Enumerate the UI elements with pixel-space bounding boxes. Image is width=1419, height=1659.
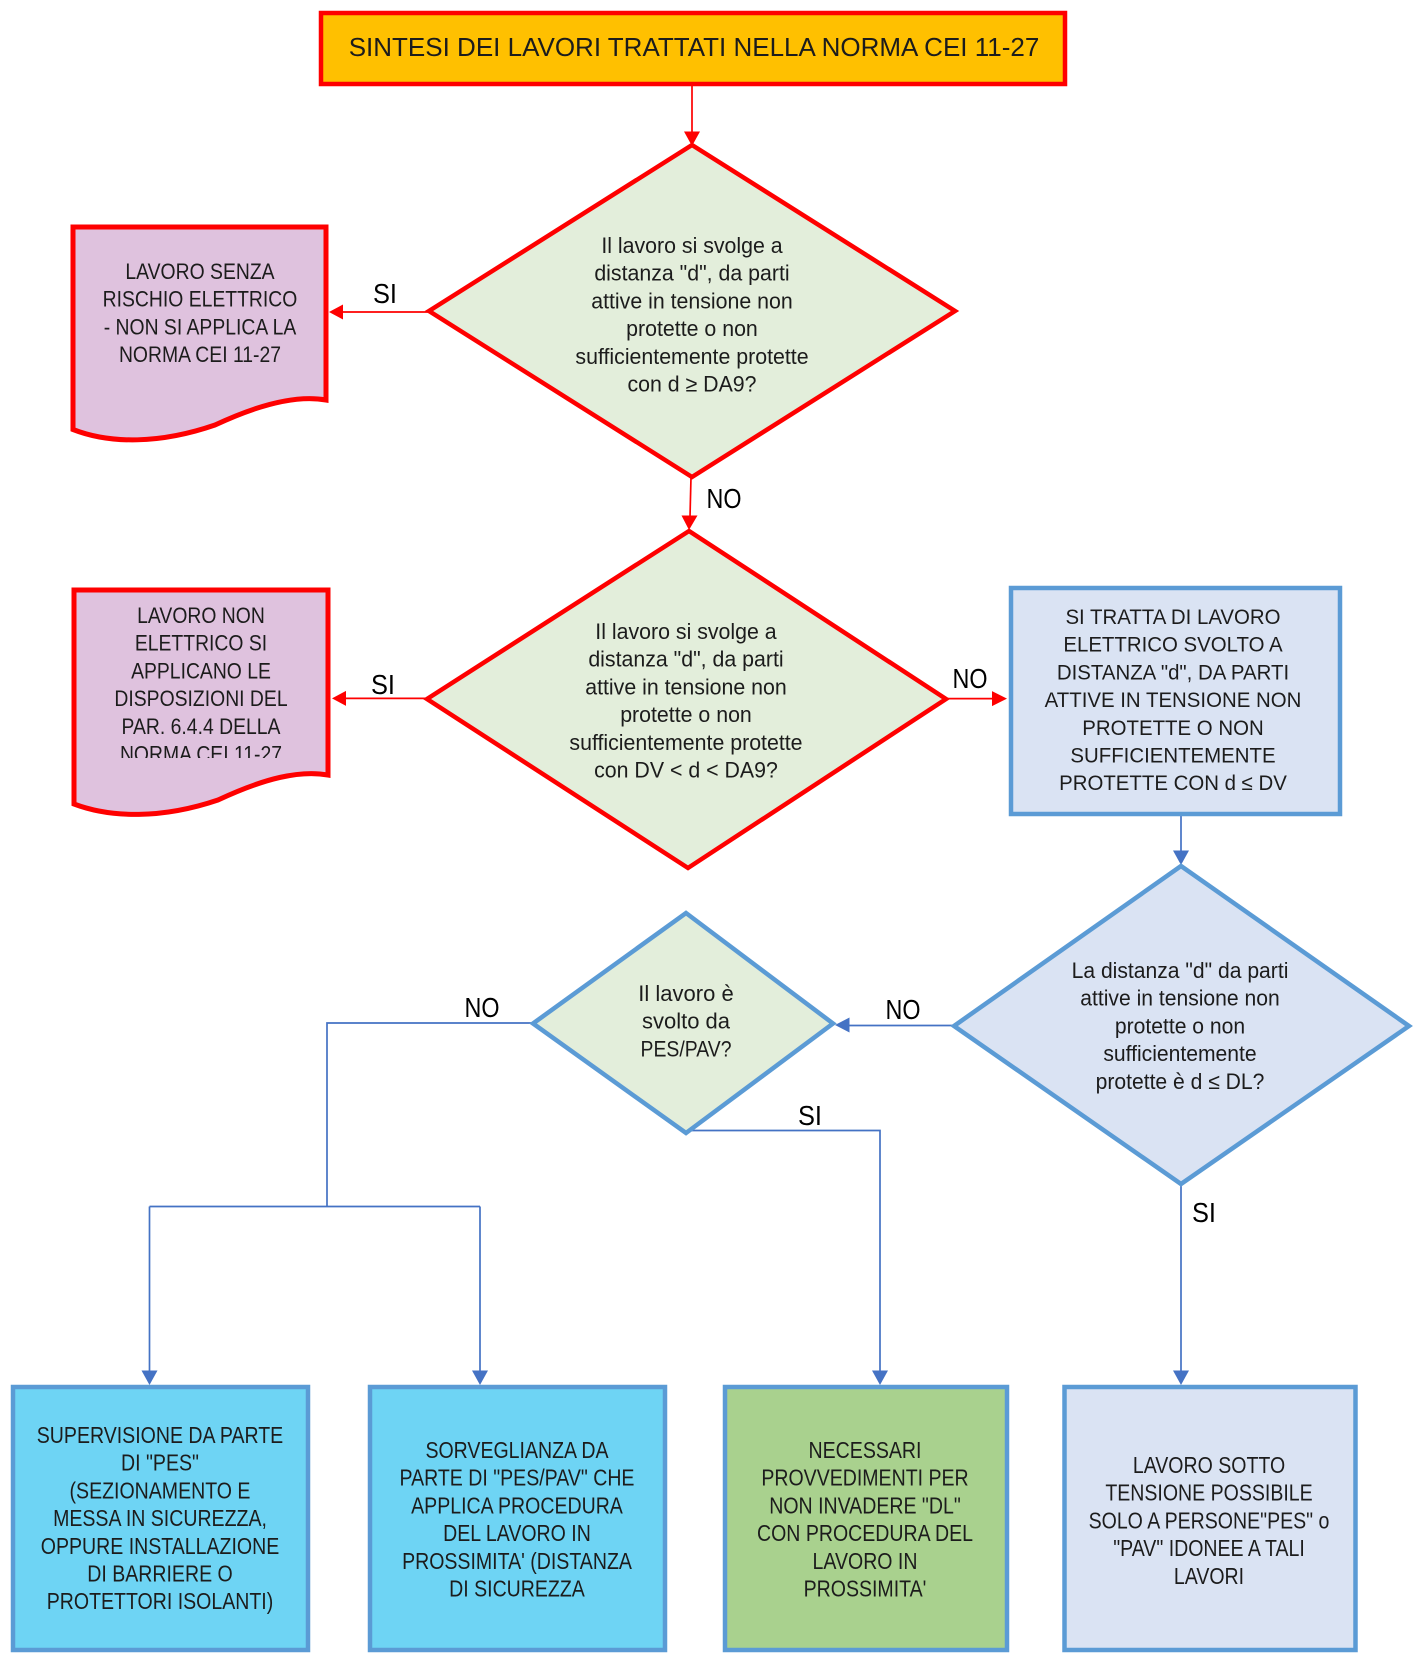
svg-text:SI: SI <box>371 669 395 700</box>
svg-text:NO: NO <box>886 994 921 1025</box>
svg-text:SINTESI DEI LAVORI TRATTATI NE: SINTESI DEI LAVORI TRATTATI NELLA NORMA … <box>349 32 1040 62</box>
svg-text:NO: NO <box>953 663 988 694</box>
svg-text:SI: SI <box>798 1100 822 1131</box>
svg-text:NO: NO <box>707 483 742 514</box>
svg-text:SI: SI <box>1192 1197 1216 1228</box>
svg-text:SI: SI <box>373 278 397 309</box>
svg-text:NO: NO <box>465 992 500 1023</box>
